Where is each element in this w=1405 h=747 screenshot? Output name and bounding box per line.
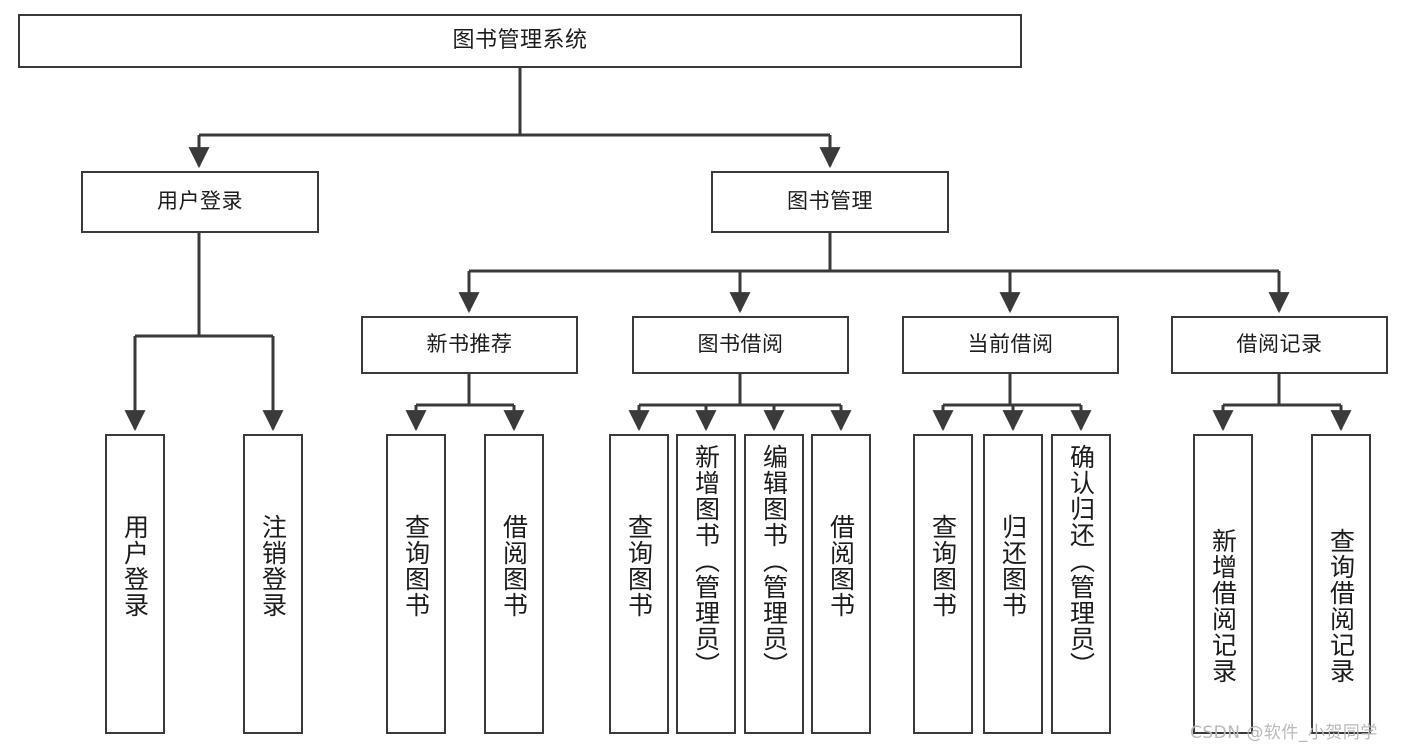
node-leaf-return-book[interactable]: 归还图书 (983, 434, 1043, 734)
node-leaf-add-book-admin[interactable]: 新增图书（管理员） (676, 434, 736, 734)
node-book-borrow[interactable]: 图书借阅 (632, 316, 849, 374)
node-new-book-rec-label: 新书推荐 (426, 332, 513, 357)
node-leaf-query-borrow-record[interactable]: 查询借阅记录 (1311, 434, 1371, 734)
node-user-login-label: 用户登录 (157, 189, 243, 214)
node-current-borrow[interactable]: 当前借阅 (902, 316, 1119, 374)
node-leaf-edit-book-admin-label: 编辑图书（管理员） (759, 444, 789, 678)
node-leaf-user-logout[interactable]: 注销登录 (243, 434, 303, 734)
node-user-login[interactable]: 用户登录 (81, 171, 319, 233)
node-leaf-query-book-1-label: 查询图书 (401, 514, 431, 618)
node-book-borrow-label: 图书借阅 (697, 332, 784, 357)
node-leaf-add-borrow-record-label: 新增借阅记录 (1208, 528, 1238, 684)
node-leaf-edit-book-admin[interactable]: 编辑图书（管理员） (744, 434, 804, 734)
node-new-book-rec[interactable]: 新书推荐 (361, 316, 578, 374)
node-leaf-user-login-label: 用户登录 (120, 514, 150, 618)
node-leaf-return-book-label: 归还图书 (998, 514, 1028, 618)
node-leaf-borrow-book-1-label: 借阅图书 (499, 514, 529, 618)
node-leaf-user-login[interactable]: 用户登录 (105, 434, 165, 734)
csdn-watermark: CSDN @软件_小贺同学 (1190, 723, 1378, 743)
node-current-borrow-label: 当前借阅 (967, 332, 1054, 357)
node-leaf-query-book-3[interactable]: 查询图书 (913, 434, 973, 734)
node-book-manage[interactable]: 图书管理 (711, 171, 949, 233)
node-borrow-record[interactable]: 借阅记录 (1171, 316, 1388, 374)
node-leaf-borrow-book-1[interactable]: 借阅图书 (484, 434, 544, 734)
node-leaf-query-book-2-label: 查询图书 (624, 514, 654, 618)
node-leaf-query-borrow-record-label: 查询借阅记录 (1326, 528, 1356, 684)
node-leaf-add-book-admin-label: 新增图书（管理员） (691, 444, 721, 678)
node-leaf-query-book-2[interactable]: 查询图书 (609, 434, 669, 734)
node-leaf-user-logout-label: 注销登录 (258, 514, 288, 618)
node-root-label: 图书管理系统 (452, 27, 588, 53)
node-book-manage-label: 图书管理 (787, 189, 873, 214)
node-leaf-confirm-return-admin-label: 确认归还（管理员） (1066, 444, 1096, 678)
node-leaf-borrow-book-2[interactable]: 借阅图书 (811, 434, 871, 734)
node-leaf-query-book-3-label: 查询图书 (928, 514, 958, 618)
node-leaf-confirm-return-admin[interactable]: 确认归还（管理员） (1051, 434, 1111, 734)
node-leaf-borrow-book-2-label: 借阅图书 (826, 514, 856, 618)
node-root[interactable]: 图书管理系统 (18, 14, 1022, 68)
node-leaf-query-book-1[interactable]: 查询图书 (386, 434, 446, 734)
node-borrow-record-label: 借阅记录 (1236, 332, 1323, 357)
node-leaf-add-borrow-record[interactable]: 新增借阅记录 (1193, 434, 1253, 734)
